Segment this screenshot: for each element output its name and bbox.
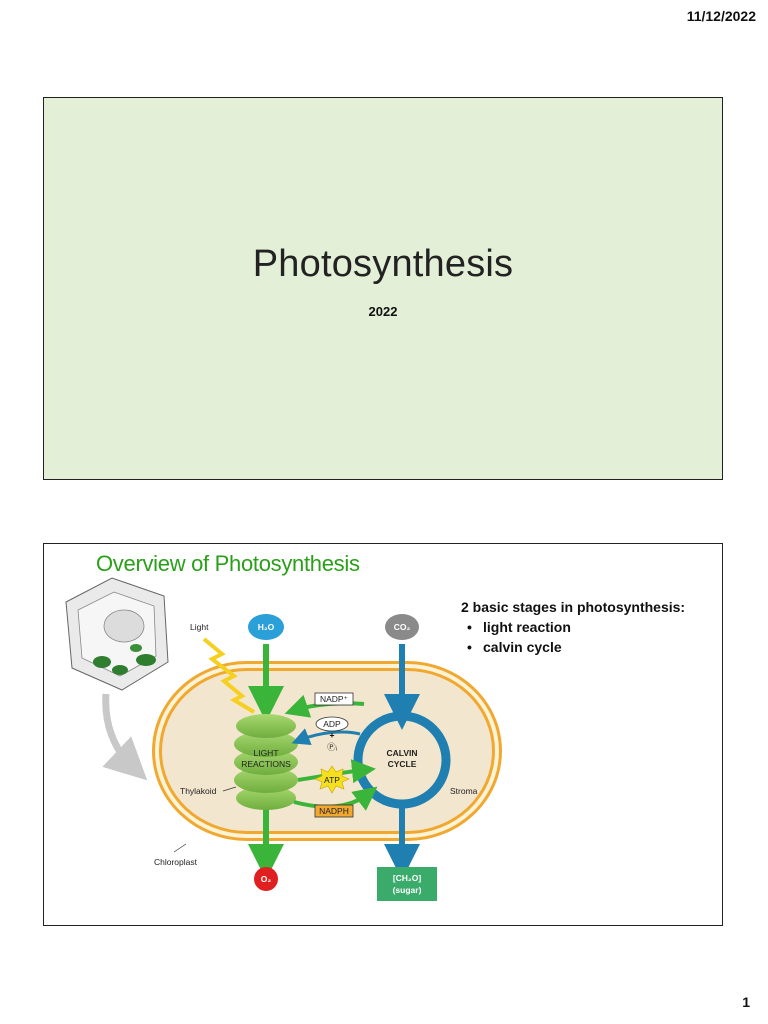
co2-label: CO₂ <box>394 622 411 632</box>
slide-title: Photosynthesis 2022 <box>43 97 723 480</box>
atp-burst <box>314 765 350 794</box>
stages-list: light reaction calvin cycle <box>461 617 711 657</box>
calvin-cycle-label-1: CALVIN <box>386 748 417 758</box>
phosphate-label: Ⓟᵢ <box>327 742 337 752</box>
nadp-plus-box <box>314 692 354 706</box>
slide-subtitle-text: 2022 <box>368 304 398 319</box>
page-number: 1 <box>742 994 750 1010</box>
overview-title: Overview of Photosynthesis <box>96 551 360 576</box>
calvin-cycle-label-2: CYCLE <box>388 759 417 769</box>
co2-badge <box>385 614 419 640</box>
stages-list-block: 2 basic stages in photosynthesis: light … <box>461 599 711 657</box>
adp-label: ADP <box>323 719 341 729</box>
nadph-box <box>314 804 354 818</box>
stroma-label: Stroma <box>450 786 478 796</box>
sugar-box <box>377 867 437 901</box>
stage-item: calvin cycle <box>467 637 711 657</box>
slide-overview: Overview of Photosynthesis <box>43 543 723 926</box>
light-reactions-label-1: LIGHT <box>253 748 278 758</box>
print-date: 11/12/2022 <box>686 8 756 24</box>
slide-title-text: Photosynthesis <box>252 243 514 285</box>
h2o-badge <box>248 614 284 640</box>
plant-cell-sketch <box>65 577 169 781</box>
thylakoid-label: Thylakoid <box>180 786 217 796</box>
stages-heading: 2 basic stages in photosynthesis: <box>461 599 686 615</box>
sugar-label-1: [CH₂O] <box>393 873 421 883</box>
light-reactions-label-2: REACTIONS <box>241 759 291 769</box>
atp-label: ATP <box>324 775 340 785</box>
chloroplast-label: Chloroplast <box>154 857 198 867</box>
photosynthesis-diagram: H₂O CO₂ Light NADP⁺ ADP + Ⓟᵢ LIGHT REACT… <box>65 577 502 901</box>
stage-item: light reaction <box>467 617 711 637</box>
h2o-label: H₂O <box>258 622 275 632</box>
plus-sign: + <box>330 730 335 740</box>
adp-badge <box>315 716 349 732</box>
nadph-label: NADPH <box>319 806 349 816</box>
light-label: Light <box>190 622 209 632</box>
thylakoid-stack <box>234 714 298 810</box>
light-bolt <box>202 637 256 714</box>
o2-badge <box>254 867 278 891</box>
o2-label: O₂ <box>261 874 272 884</box>
sugar-label-2: (sugar) <box>393 885 422 895</box>
nadp-plus-label: NADP⁺ <box>320 694 349 704</box>
